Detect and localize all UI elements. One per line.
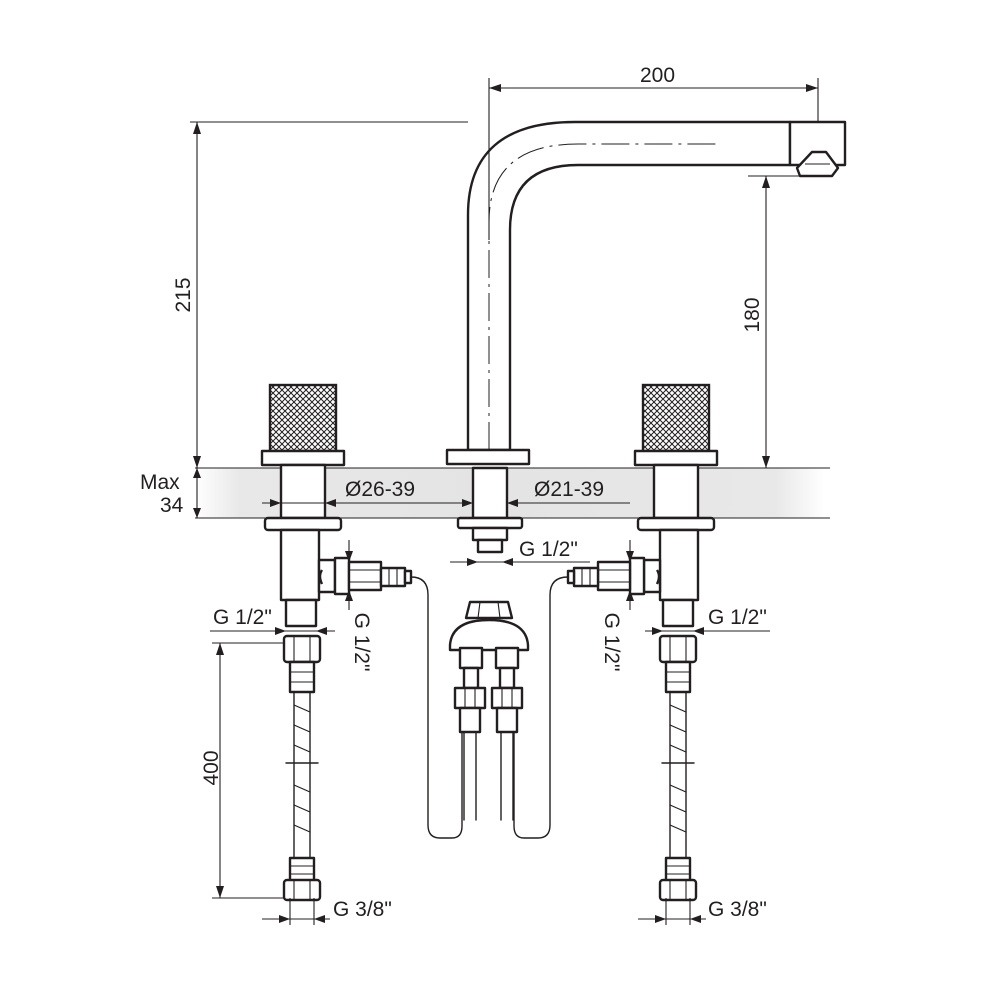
right-flex-hose xyxy=(658,634,698,902)
left-outlet-thread-label: G 1/2" xyxy=(213,606,272,629)
dimension-labels: 200 215 180 Max 34 Ø26-39 Ø21-39 G 1/2" … xyxy=(140,64,767,921)
left-hose-end-thread-label: G 3/8" xyxy=(333,898,392,921)
connector-hoses xyxy=(410,576,569,839)
mixing-block xyxy=(448,600,530,821)
right-valve-thread-label: G 1/2" xyxy=(600,613,623,672)
spout-hole-diameter-label: Ø21-39 xyxy=(534,478,604,501)
spout-thread-label: G 1/2" xyxy=(519,538,578,561)
deck-max-label: Max xyxy=(140,471,180,494)
right-outlet-thread-label: G 1/2" xyxy=(708,606,767,629)
spout xyxy=(445,120,847,554)
left-handle-valve xyxy=(260,383,413,628)
total-height-label: 215 xyxy=(172,277,195,312)
handle-hole-diameter-label: Ø26-39 xyxy=(345,478,415,501)
right-handle-valve xyxy=(566,383,719,628)
right-knurled-handle-icon xyxy=(641,383,711,453)
deck-max-value: 34 xyxy=(160,494,184,517)
left-flex-hose xyxy=(282,634,322,902)
left-valve-thread-label: G 1/2" xyxy=(350,613,373,672)
left-knurled-handle-icon xyxy=(268,383,338,453)
right-hose-end-thread-label: G 3/8" xyxy=(708,898,767,921)
hose-length-label: 400 xyxy=(200,750,223,785)
spout-reach-label: 200 xyxy=(640,64,675,87)
dimension-lines xyxy=(190,78,819,925)
spout-height-label: 180 xyxy=(741,297,764,332)
